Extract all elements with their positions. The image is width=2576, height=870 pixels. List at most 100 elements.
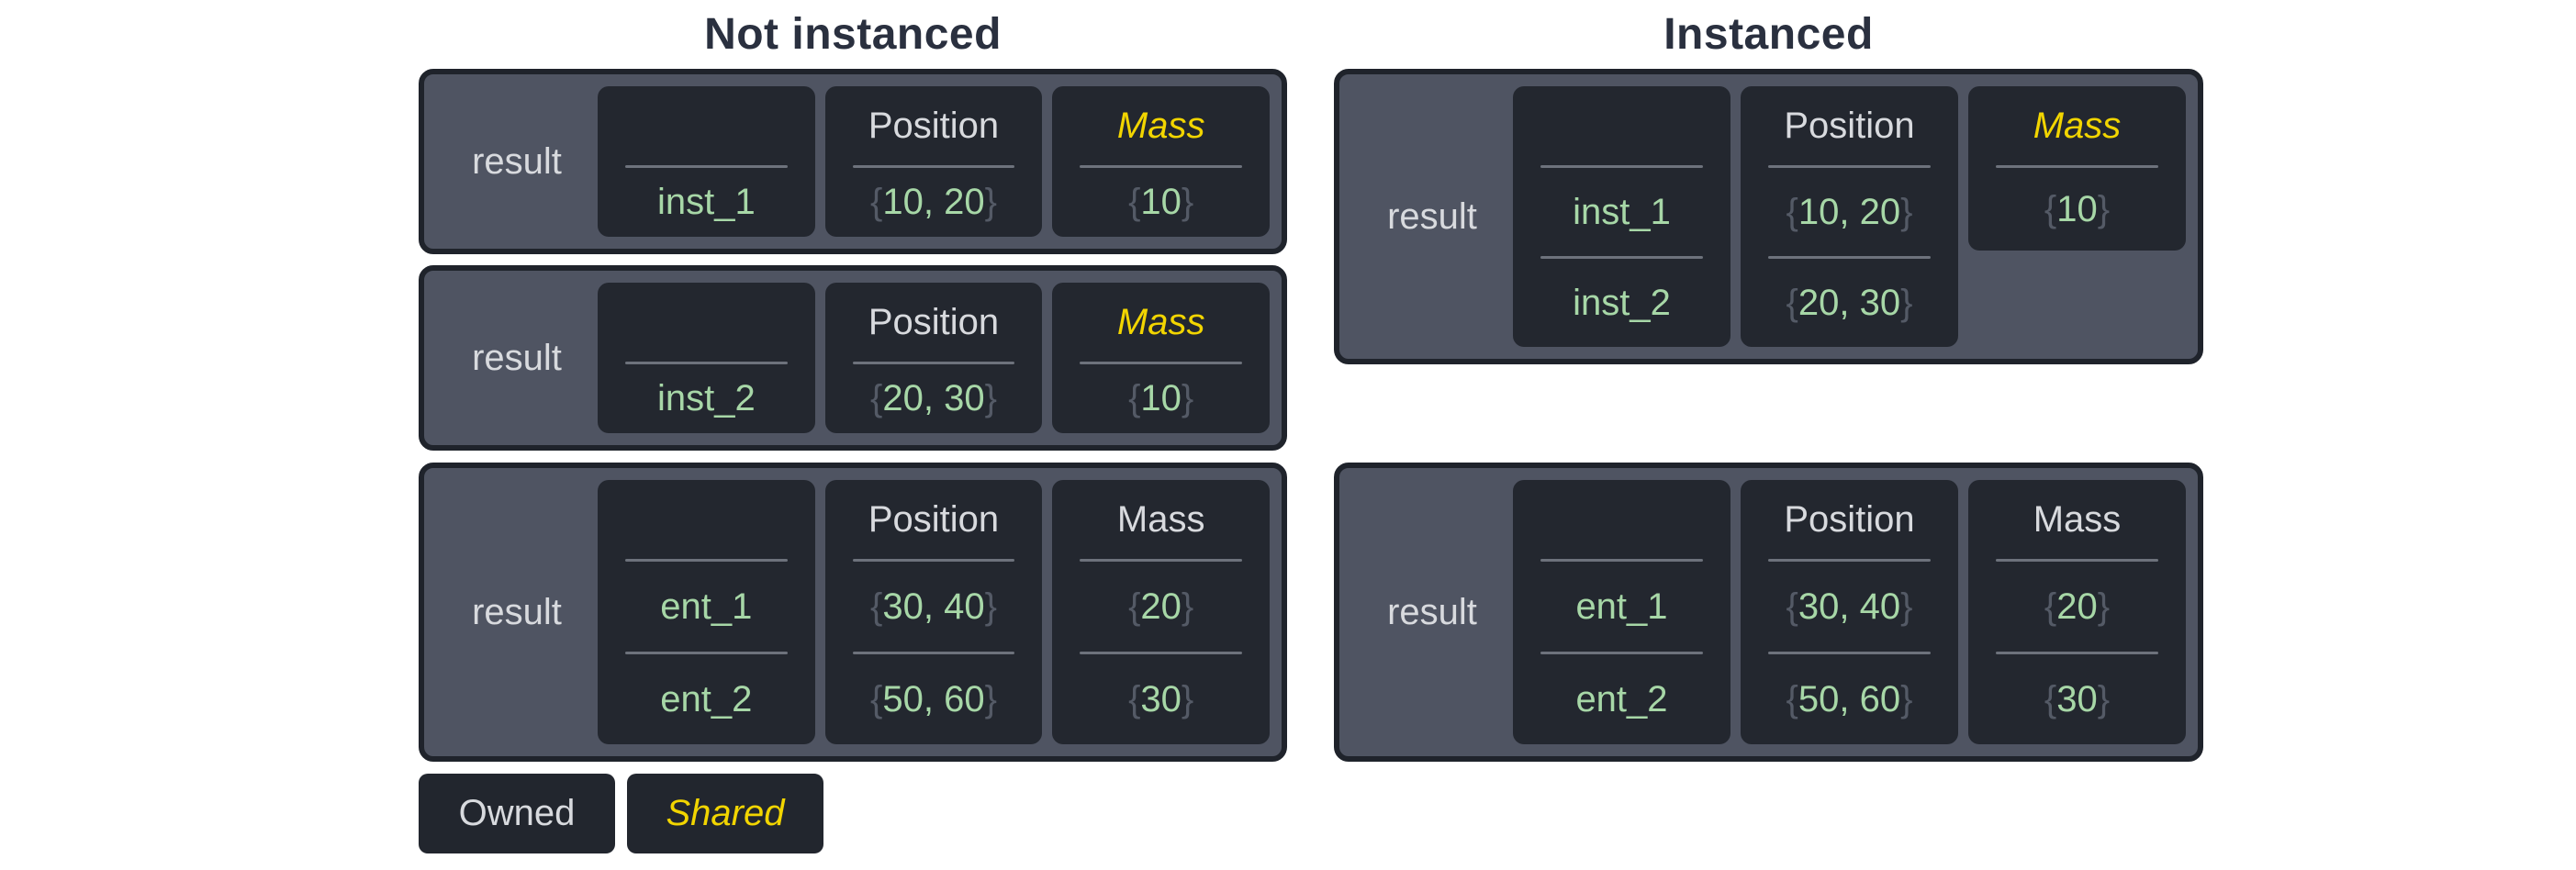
result-box-inst-1: result inst_1 Position {10, 20} Mass bbox=[419, 69, 1287, 254]
divider bbox=[1768, 652, 1931, 654]
divider bbox=[625, 362, 788, 364]
close-brace: } bbox=[984, 586, 997, 627]
close-brace: } bbox=[1181, 182, 1194, 222]
position-card: Position {20, 30} bbox=[824, 283, 1043, 433]
close-brace: } bbox=[1181, 586, 1194, 627]
result-label: result bbox=[472, 591, 562, 632]
divider bbox=[625, 652, 788, 654]
close-brace: } bbox=[2097, 678, 2111, 719]
position-value: {50, 60} bbox=[825, 654, 1043, 744]
card-group: ent_1 ent_2 Position {30, 40} {50, 60} M… bbox=[598, 480, 1271, 744]
close-brace: } bbox=[984, 678, 997, 719]
entity-card: ent_1 ent_2 bbox=[1513, 480, 1730, 744]
entity-name: inst_2 bbox=[656, 378, 756, 418]
divider bbox=[1768, 256, 1931, 259]
value-text: 20, 30 bbox=[1798, 282, 1901, 323]
position-value: {30, 40} bbox=[825, 562, 1043, 652]
open-brace: { bbox=[2044, 678, 2057, 719]
legend-owned: Owned bbox=[419, 774, 615, 853]
mass-header: Mass bbox=[1116, 498, 1205, 540]
card-group: inst_2 Position {20, 30} Mass {10} bbox=[598, 283, 1271, 433]
entity-card-header-empty bbox=[1513, 480, 1730, 559]
divider bbox=[1540, 559, 1703, 562]
open-brace: { bbox=[1786, 282, 1798, 323]
entity-card: inst_1 bbox=[598, 86, 815, 237]
position-value: {20, 30} bbox=[825, 364, 1043, 433]
value-text: 50, 60 bbox=[1798, 678, 1901, 719]
divider bbox=[1996, 559, 2158, 562]
value-text: 20 bbox=[2056, 586, 2098, 627]
close-brace: } bbox=[2097, 188, 2111, 229]
divider bbox=[852, 559, 1015, 562]
value-text: 10 bbox=[2056, 188, 2098, 229]
position-header: Position bbox=[868, 498, 1000, 540]
open-brace: { bbox=[870, 182, 883, 222]
divider bbox=[625, 559, 788, 562]
divider bbox=[1540, 652, 1703, 654]
position-value: {30, 40} bbox=[1741, 562, 1958, 652]
divider bbox=[625, 165, 788, 168]
mass-value: {30} bbox=[1968, 654, 2186, 744]
divider bbox=[1080, 652, 1243, 654]
divider bbox=[1540, 165, 1703, 168]
position-card: Position {30, 40} {50, 60} bbox=[1741, 480, 1958, 744]
value-text: 30, 40 bbox=[1798, 586, 1901, 627]
mass-value: {20} bbox=[1968, 562, 2186, 652]
mass-header-shared: Mass bbox=[1116, 105, 1205, 146]
mass-value: {10} bbox=[1052, 364, 1270, 433]
mass-card: Mass {20} {30} bbox=[1052, 480, 1271, 744]
position-value: {20, 30} bbox=[1741, 259, 1958, 347]
entity-card: inst_2 bbox=[598, 283, 815, 433]
result-box-entities: result ent_1 ent_2 Position {30, 40} bbox=[1334, 463, 2203, 762]
position-card: Position {10, 20} {20, 30} bbox=[1741, 86, 1958, 347]
open-brace: { bbox=[1128, 378, 1141, 418]
card-group: inst_1 inst_2 Position {10, 20} {20, 30}… bbox=[1513, 86, 2186, 347]
divider bbox=[1768, 559, 1931, 562]
divider bbox=[1996, 165, 2158, 168]
open-brace: { bbox=[1128, 182, 1141, 222]
close-brace: } bbox=[1900, 191, 1913, 232]
value-text: 10 bbox=[1140, 378, 1182, 418]
open-brace: { bbox=[1128, 586, 1141, 627]
close-brace: } bbox=[2097, 586, 2111, 627]
open-brace: { bbox=[2044, 188, 2057, 229]
close-brace: } bbox=[1181, 378, 1194, 418]
mass-header: Mass bbox=[2033, 498, 2122, 540]
entity-name: ent_1 bbox=[1575, 586, 1668, 627]
value-text: 50, 60 bbox=[882, 678, 985, 719]
value-text: 10, 20 bbox=[1798, 191, 1901, 232]
result-label: result bbox=[472, 337, 562, 378]
result-box-inst-2: result inst_2 Position {20, 30} Mass bbox=[419, 265, 1287, 451]
position-value: {10, 20} bbox=[1741, 168, 1958, 256]
close-brace: } bbox=[1181, 678, 1194, 719]
entity-name: inst_1 bbox=[656, 182, 756, 222]
divider bbox=[1080, 362, 1243, 364]
card-group: inst_1 Position {10, 20} Mass {10} bbox=[598, 86, 1271, 237]
close-brace: } bbox=[984, 378, 997, 418]
mass-header-shared: Mass bbox=[1116, 301, 1205, 342]
value-text: 20 bbox=[1140, 586, 1182, 627]
value-text: 10, 20 bbox=[882, 182, 985, 222]
value-text: 30 bbox=[1140, 678, 1182, 719]
column-not-instanced: Not instanced result inst_1 Position {10… bbox=[419, 0, 1287, 853]
value-text: 30, 40 bbox=[882, 586, 985, 627]
close-brace: } bbox=[1900, 282, 1913, 323]
vertical-spacer bbox=[1334, 364, 2203, 463]
divider bbox=[852, 652, 1015, 654]
close-brace: } bbox=[1900, 586, 1913, 627]
legend-shared: Shared bbox=[627, 774, 823, 853]
divider bbox=[852, 165, 1015, 168]
position-value: {10, 20} bbox=[825, 168, 1043, 237]
entity-name: ent_1 bbox=[660, 586, 753, 627]
mass-value: {10} bbox=[1968, 168, 2186, 251]
mass-card-shared-single: Mass {10} bbox=[1968, 86, 2186, 251]
entity-name: inst_1 bbox=[1573, 191, 1671, 232]
entity-name: inst_2 bbox=[1573, 282, 1671, 323]
divider bbox=[1768, 165, 1931, 168]
position-card: Position {30, 40} {50, 60} bbox=[824, 480, 1043, 744]
open-brace: { bbox=[870, 378, 883, 418]
title-not-instanced: Not instanced bbox=[704, 10, 1002, 59]
position-value: {50, 60} bbox=[1741, 654, 1958, 744]
legend: Owned Shared bbox=[419, 774, 1287, 853]
result-label: result bbox=[1387, 591, 1477, 632]
